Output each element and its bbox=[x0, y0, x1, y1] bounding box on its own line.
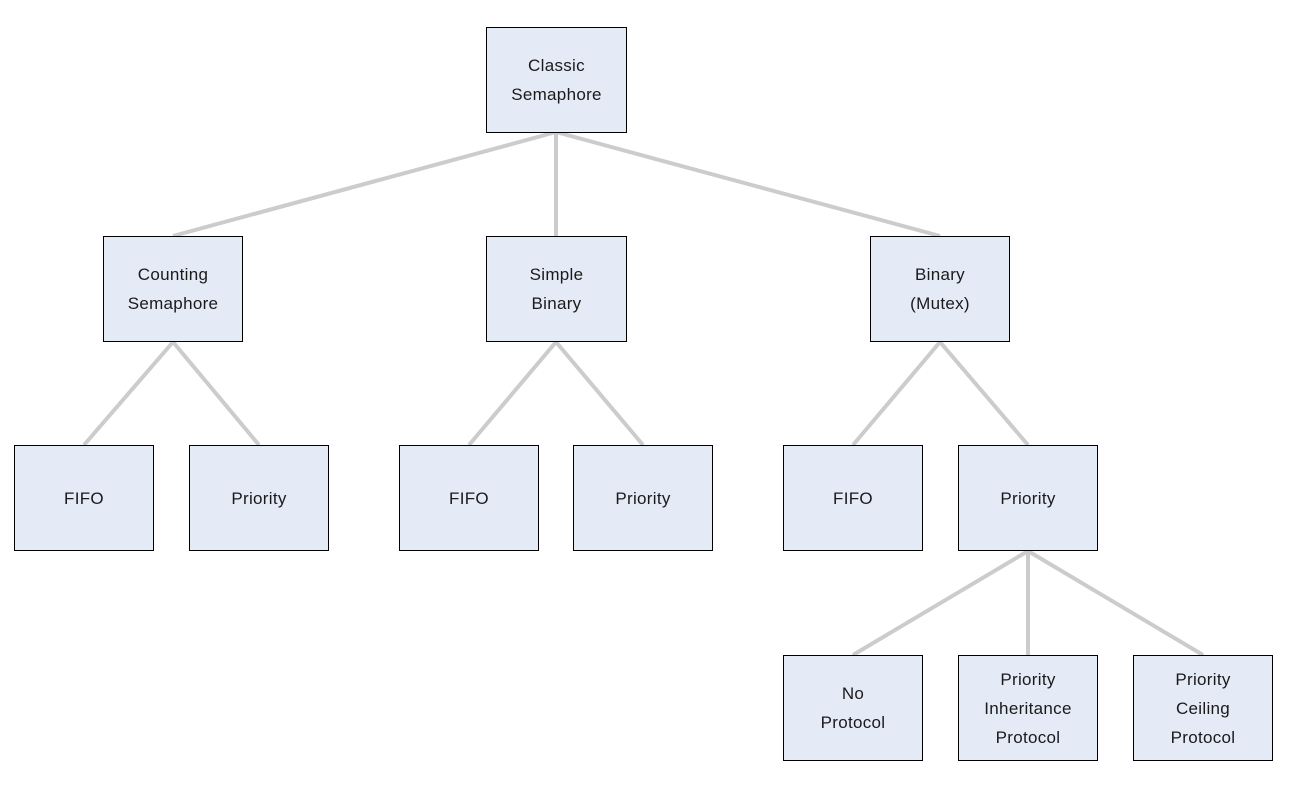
node-counting-fifo: FIFO bbox=[14, 445, 154, 551]
node-priority-inheritance-protocol: Priority Inheritance Protocol bbox=[958, 655, 1098, 761]
node-classic-semaphore: Classic Semaphore bbox=[486, 27, 627, 133]
edge-priority-to-ceiling bbox=[1026, 549, 1205, 657]
edge-simple-to-priority bbox=[554, 340, 645, 447]
edge-counting-to-priority bbox=[171, 340, 261, 447]
edge-simple-to-fifo bbox=[467, 340, 558, 447]
node-binary-fifo: FIFO bbox=[783, 445, 923, 551]
node-simple-binary: Simple Binary bbox=[486, 236, 627, 342]
node-counting-semaphore: Counting Semaphore bbox=[103, 236, 243, 342]
node-binary-mutex: Binary (Mutex) bbox=[870, 236, 1010, 342]
node-priority-ceiling-protocol: Priority Ceiling Protocol bbox=[1133, 655, 1273, 761]
edge-counting-to-fifo bbox=[82, 340, 175, 447]
edge-classic-to-counting bbox=[172, 130, 557, 238]
node-counting-priority: Priority bbox=[189, 445, 329, 551]
node-simple-priority: Priority bbox=[573, 445, 713, 551]
node-no-protocol: No Protocol bbox=[783, 655, 923, 761]
node-binary-priority: Priority bbox=[958, 445, 1098, 551]
edge-binary-to-fifo bbox=[851, 340, 942, 447]
edge-classic-to-binary bbox=[555, 130, 941, 238]
edge-binary-to-priority bbox=[938, 340, 1030, 447]
node-simple-fifo: FIFO bbox=[399, 445, 539, 551]
edge-priority-to-no-protocol bbox=[851, 549, 1030, 657]
